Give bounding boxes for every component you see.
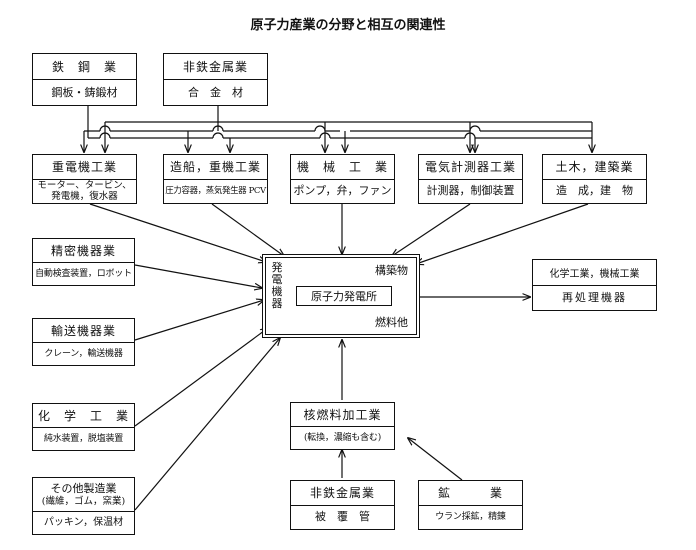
other-to-plant [134, 338, 280, 511]
heavy-electric-label: 重電機工業 [33, 155, 136, 180]
chemical-to-plant [134, 328, 268, 427]
construction-to-plant [416, 203, 589, 264]
machinery-label: 機 械 工 業 [291, 155, 394, 180]
other-manufacturing-label-line1: その他製造業 [50, 481, 117, 495]
instruments-to-plant [392, 203, 471, 256]
steel-industry-label: 鉄 鋼 業 [33, 54, 136, 80]
transport-equipment-label: 輸送機器業 [33, 319, 134, 343]
steel-industry-box: 鉄 鋼 業 鋼板・鋳鍛材 [32, 53, 137, 106]
nuclear-fuel-fabrication-label: 核燃料加工業 [291, 403, 394, 427]
heavy-electric-products-line1: モーター、タービン、 [37, 180, 132, 192]
precision-equipment-box: 精密機器業 自動検査装置，ロボット [32, 238, 135, 286]
steel-products: 鋼板・鋳鍛材 [51, 85, 118, 99]
mining-box: 鉱 業 ウラン採鉱，精錬 [418, 480, 523, 530]
shipbuilding-box: 造船，重機工業 圧力容器，蒸気発生器 PCV [163, 154, 268, 204]
other-manufacturing-products: パッキン，保温材 [43, 517, 124, 528]
bus-hop-1 [99, 132, 476, 139]
fuel-etc-label: 燃料他 [375, 316, 408, 329]
reprocessing-equipment: 再処理機器 [562, 290, 627, 304]
shipbuilding-products: 圧力容器，蒸気発生器 PCV [165, 186, 266, 197]
mining-label: 鉱 業 [419, 481, 522, 506]
cladding-tube: 被 覆 管 [315, 510, 370, 524]
construction-label: 土木，建築業 [543, 155, 646, 180]
shipbuilding-to-plant [211, 203, 284, 256]
mining-products: ウラン採鉱，精錬 [435, 512, 506, 523]
nonferrous-metal-label-2: 非鉄金属業 [291, 481, 394, 506]
other-manufacturing-box: その他製造業 (繊維，ゴム，窯業) パッキン，保温材 [32, 477, 135, 535]
diagram-title: 原子力産業の分野と相互の関連性 [250, 18, 446, 33]
other-manufacturing-label-line2: (繊維，ゴム，窯業) [41, 495, 126, 507]
chemical-industry-label: 化 学 工 業 [33, 404, 134, 428]
instruments-products: 計測器，制御装置 [426, 184, 515, 198]
reprocessing-industry-label: 化学工業，機械工業 [533, 260, 656, 286]
heavy-electric-box: 重電機工業 モーター、タービン、 発電機，復水器 [32, 154, 137, 204]
precision-equipment-label: 精密機器業 [33, 239, 134, 263]
bus-hop-2 [99, 125, 481, 132]
instruments-box: 電気計測器工業 計測器，制御装置 [418, 154, 523, 204]
construction-products: 造 成，建 物 [556, 184, 633, 198]
nuclear-fuel-fabrication-box: 核燃料加工業 (転換，濃縮も含む) [290, 402, 395, 450]
heavy-electric-products: モーター、タービン、 発電機，復水器 [33, 180, 136, 204]
power-generation-equipment-label: 発電機器 [271, 261, 283, 310]
precision-to-plant [134, 264, 262, 288]
construction-box: 土木，建築業 造 成，建 物 [542, 154, 647, 204]
reprocessing-box: 化学工業，機械工業 再処理機器 [532, 259, 657, 311]
heavy-electric-to-plant [89, 203, 266, 262]
transport-equipment-products: クレーン，輸送機器 [44, 348, 123, 359]
other-manufacturing-label: その他製造業 (繊維，ゴム，窯業) [33, 478, 134, 512]
chemical-industry-box: 化 学 工 業 純水装置，脱塩装置 [32, 403, 135, 451]
mining-to-fuelfab [408, 438, 463, 481]
machinery-box: 機 械 工 業 ポンプ，弁，ファン [290, 154, 395, 204]
nonferrous-metal-box-2: 非鉄金属業 被 覆 管 [290, 480, 395, 530]
chemical-industry-products: 純水装置，脱塩装置 [43, 433, 124, 444]
transport-to-plant [134, 300, 264, 341]
shipbuilding-label: 造船，重機工業 [164, 155, 267, 180]
structures-label: 構築物 [375, 264, 408, 277]
heavy-electric-products-line2: 発電機，復水器 [51, 191, 118, 203]
nuclear-power-plant-label: 原子力発電所 [296, 286, 392, 306]
transport-equipment-box: 輸送機器業 クレーン，輸送機器 [32, 318, 135, 366]
nuclear-fuel-fabrication-scope: (転換，濃縮も含む) [303, 432, 382, 443]
nonferrous-metal-box: 非鉄金属業 合 金 材 [163, 53, 268, 106]
nuclear-power-plant-box: 発電機器 構築物 原子力発電所 燃料他 [262, 254, 420, 338]
precision-equipment-products: 自動検査装置，ロボット [35, 268, 132, 279]
nonferrous-metal-label: 非鉄金属業 [164, 54, 267, 80]
nonferrous-metal-products: 合 金 材 [188, 85, 243, 99]
machinery-products: ポンプ，弁，ファン [293, 184, 392, 198]
instruments-label: 電気計測器工業 [419, 155, 522, 180]
